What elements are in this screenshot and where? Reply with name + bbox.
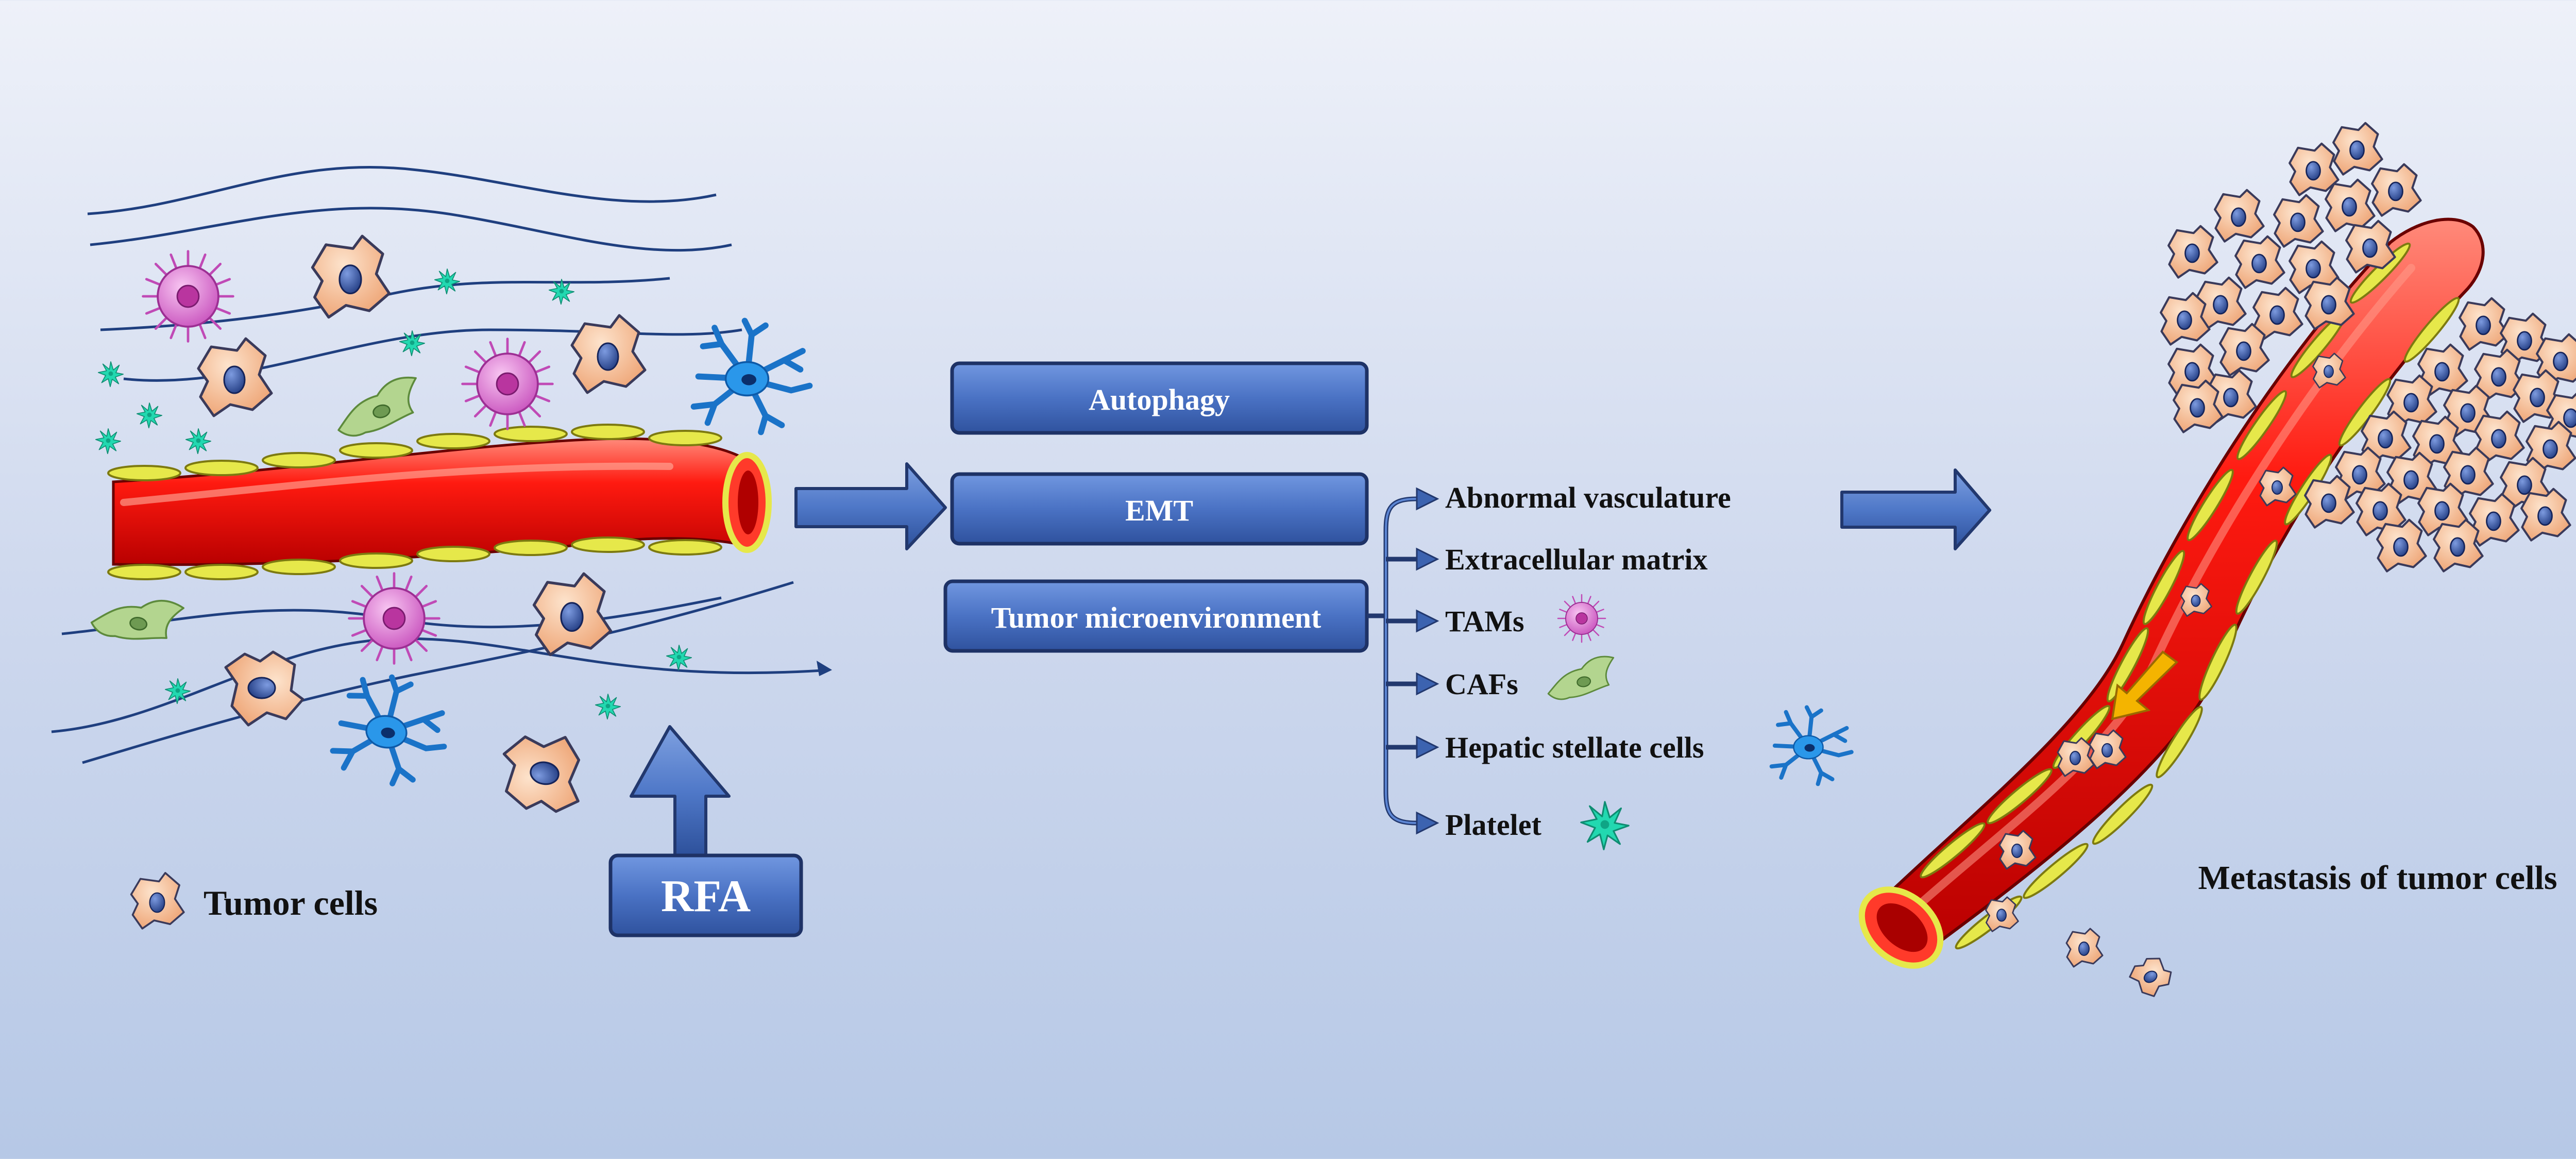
rfa-indicator: RFA [608,725,803,937]
hepatic-stellate-cell [694,321,810,432]
tam-cell [143,251,233,342]
tumor-cell [198,339,272,416]
circulating-tumor-cell [2065,928,2104,968]
circulating-tumor-cell [2180,583,2212,617]
caf-cell [89,587,185,649]
item-extracellular-matrix: Extracellular matrix [1445,543,1708,576]
rfa-up-arrow [630,725,731,860]
blood-vessel [107,424,772,580]
emt-label: EMT [1125,494,1193,527]
platelet [136,402,163,429]
bracket-branches [1386,557,1419,750]
tumor-cells-legend: Tumor cells [130,872,378,930]
platelet-icon [1580,801,1630,850]
autophagy-label: Autophagy [1089,383,1230,416]
tumor-tissue-panel: Tumor cells RFA [51,165,832,937]
circulating-tumor-cell [2057,737,2095,777]
tumor-cell [313,236,389,317]
platelet [399,330,426,357]
fiber-arrowhead [817,661,832,676]
metastasis-panel: Metastasis of tumor cells [1858,123,2576,1003]
tumor-cells-label: Tumor cells [204,883,378,922]
item-cafs: CAFs [1445,667,1518,701]
tumor-cell [496,727,589,817]
tumor-cell [226,652,303,725]
tumor-cell-icon [130,872,185,930]
circulating-tumor-cell [1985,896,2019,932]
right-arrow-2 [1840,468,1991,550]
platelet [95,428,122,455]
platelet [595,694,621,720]
macrophage-icon [1557,594,1606,643]
rfa-box [608,853,803,937]
item-platelet: Platelet [1445,808,1541,842]
tumor-microenvironment-box: Tumor microenvironment [943,579,1369,653]
rfa-label: RFA [661,871,751,921]
mechanisms-panel: Autophagy EMT Tumor microenvironment [943,361,1852,850]
circulating-tumor-cell [2125,951,2178,1003]
circulating-tumor-cell [2259,466,2297,507]
tumor-cell [572,315,645,393]
bracket-inner [1385,498,1417,824]
autophagy-box: Autophagy [950,361,1369,435]
metastasis-label: Metastasis of tumor cells [2198,859,2557,897]
bracket-arrowheads [1416,487,1439,835]
platelet [97,361,124,388]
tam-cell [349,574,439,664]
flow-direction-arrow [2111,650,2179,720]
tam-cell [463,339,553,429]
stellate-cell-icon [1772,708,1852,784]
item-tams: TAMs [1445,604,1524,638]
caf-cell [329,373,428,441]
circulating-tumor-cell [2312,352,2346,389]
right-arrow-1 [794,462,947,550]
item-hepatic-stellate-cells: Hepatic stellate cells [1445,731,1704,764]
platelet [666,645,692,671]
circulating-tumor-cell [1998,830,2037,870]
circulating-tumor-cell [2089,729,2127,769]
emt-box: EMT [950,472,1369,546]
item-abnormal-vasculature: Abnormal vasculature [1445,481,1731,514]
platelet [434,268,461,295]
tumor-cell [534,574,611,655]
platelet [164,678,191,704]
microenvironment-bracket [1367,496,1417,826]
fibroblast-icon [1543,653,1620,702]
tumor-microenvironment-label: Tumor microenvironment [991,601,1321,634]
platelet [185,428,212,455]
